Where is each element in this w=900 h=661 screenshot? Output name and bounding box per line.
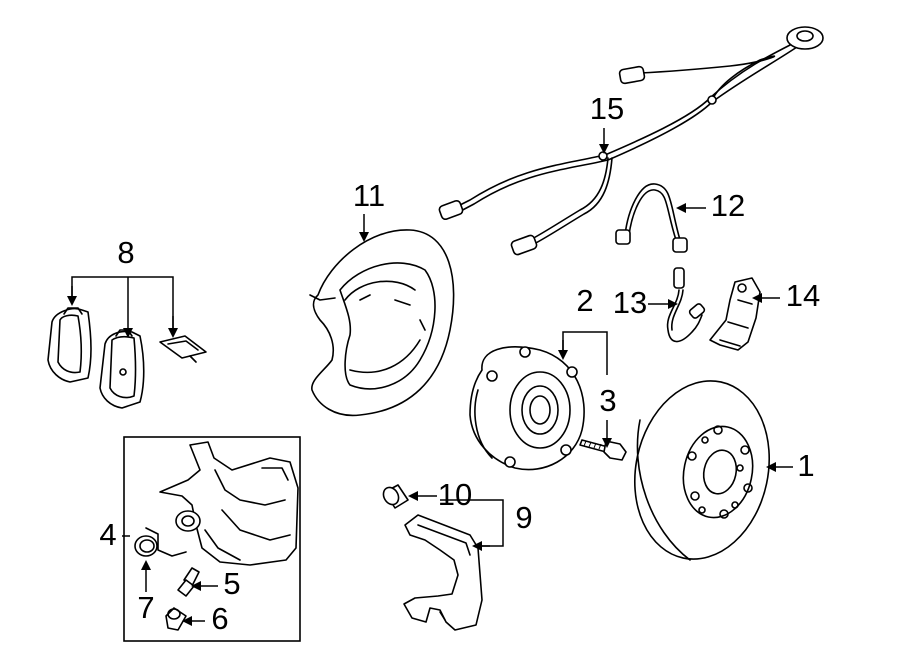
brake-rotor-part (633, 380, 771, 561)
brake-pads-part (47, 307, 207, 409)
callout-7: 7 (137, 590, 154, 625)
callout-labels: 1 2 3 4 5 6 7 8 9 10 11 12 13 14 15 (99, 91, 820, 636)
hub-bolt-part (579, 439, 627, 461)
abs-sensor-cable-part (666, 267, 706, 343)
caliper-bracket-part (403, 514, 483, 631)
guide-bushing-part (382, 484, 409, 509)
callout-13: 13 (613, 285, 647, 320)
caliper-spring-part (134, 527, 187, 557)
callout-2: 2 (576, 283, 593, 318)
callout-9: 9 (515, 500, 532, 535)
callout-6: 6 (211, 601, 228, 636)
brake-caliper-part (159, 441, 299, 566)
brake-hose-part (615, 183, 688, 253)
callout-14: 14 (786, 278, 820, 313)
callout-3: 3 (599, 383, 616, 418)
callout-15: 15 (590, 91, 624, 126)
bleeder-cap-part (165, 607, 187, 631)
abs-sensor-part (709, 277, 761, 351)
hub-bearing-part (469, 346, 585, 471)
callout-1: 1 (797, 448, 814, 483)
callout-4: 4 (99, 517, 116, 552)
leader-lines (67, 128, 793, 626)
callout-10: 10 (438, 477, 472, 512)
callout-12: 12 (711, 188, 745, 223)
bleeder-screw-part (177, 567, 200, 597)
caliper-inset-box (123, 436, 301, 642)
wiring-harness-part (438, 26, 824, 256)
callout-11: 11 (353, 178, 385, 213)
callout-5: 5 (223, 566, 240, 601)
callout-8: 8 (117, 235, 134, 270)
splash-shield-part (309, 229, 455, 417)
